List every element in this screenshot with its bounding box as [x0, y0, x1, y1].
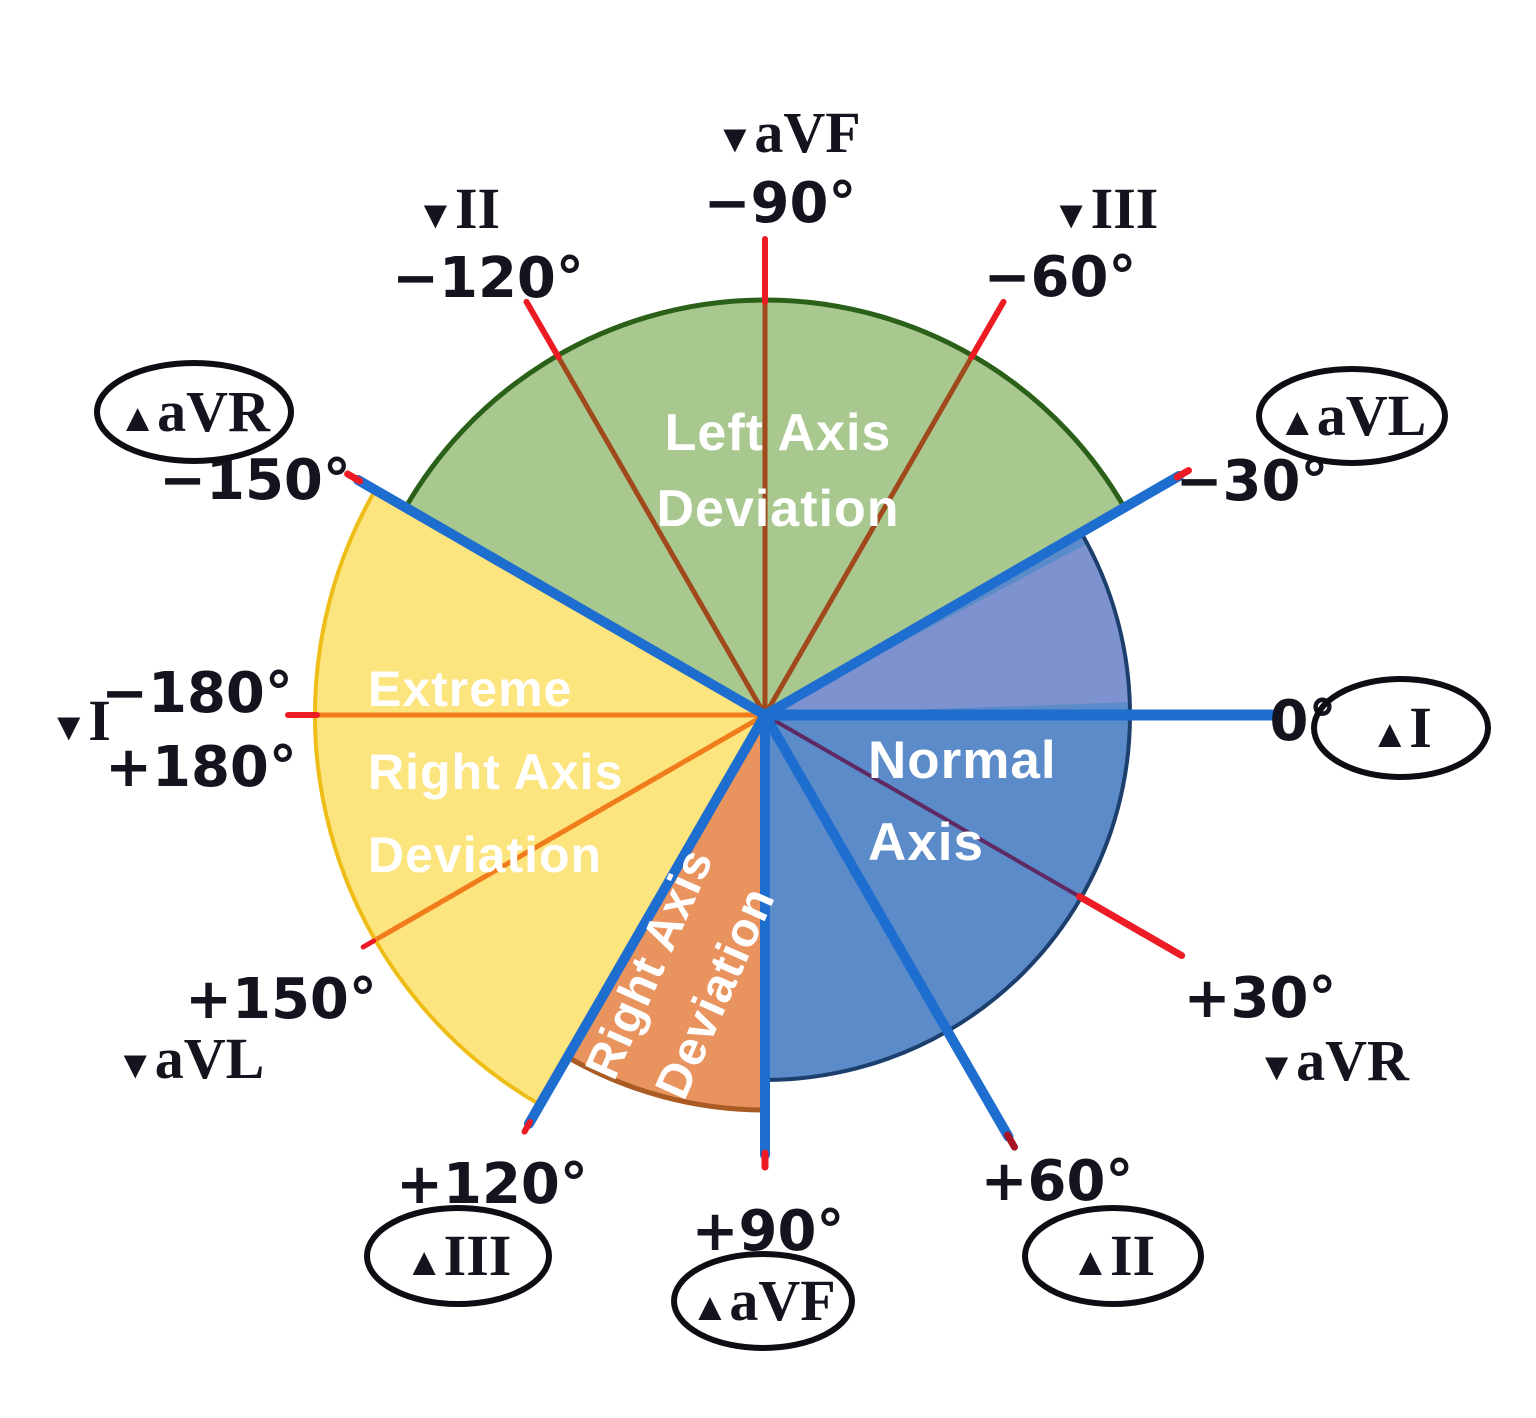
label-lead-avr-pos: ▲aVR — [118, 379, 271, 444]
sector-label-normal-axis-line-0: Normal — [868, 731, 1057, 790]
label-deg-neg-120: −120° — [392, 246, 584, 311]
circled-lead-lead-avr-pos: ▲aVR — [94, 360, 294, 464]
label-deg-neg-60: −60° — [984, 245, 1137, 310]
axis-line--30deg-layer2 — [760, 471, 1184, 720]
label-deg-neg-150: −150° — [159, 448, 351, 513]
sector-label-left-axis-deviation-line-0: Left Axis — [665, 404, 892, 462]
circled-lead-lead-iii-pos: ▲III — [364, 1205, 552, 1307]
label-lead-ii-pos: ▲II — [1071, 1223, 1155, 1288]
axis-line-150deg-layer1 — [374, 712, 768, 942]
label-deg-neg-180: −180° — [101, 661, 293, 726]
label-lead-avf-pos: ▲aVF — [690, 1268, 835, 1333]
label-lead-iii-pos: ▲III — [405, 1223, 512, 1288]
sector-label-extreme-right-axis-deviation-line-1: Right Axis — [368, 744, 623, 800]
label-lead-avl-neg: ▼aVL — [116, 1026, 265, 1091]
ellipse-lead-avl-pos — [1256, 366, 1448, 466]
overlay-normal-axis-upper-band — [765, 544, 1128, 715]
axis-line--30deg-layer3 — [1173, 467, 1192, 481]
ellipse-lead-avf-pos — [671, 1251, 855, 1351]
ellipse-lead-avr-pos — [94, 360, 294, 464]
axis-line--120deg-layer3 — [523, 298, 562, 361]
label-lead-avr-neg: ▼aVR — [1257, 1028, 1410, 1093]
axis-line--60deg-layer3 — [968, 298, 1007, 361]
label-lead-i-pos: ▲I — [1370, 695, 1432, 760]
axis-line-30deg-layer3 — [1075, 893, 1186, 959]
label-deg-neg-30: −30° — [1176, 449, 1329, 514]
label-lead-avf-neg: ▼aVF — [715, 100, 860, 165]
ellipse-lead-ii-pos — [1022, 1205, 1204, 1307]
label-deg-pos-30: +30° — [1184, 966, 1337, 1031]
axis-line-150deg-layer3 — [360, 938, 377, 950]
sector-extreme-right-axis-deviation — [313, 488, 767, 1107]
label-lead-iii-neg: ▼III — [1052, 176, 1159, 241]
sector-right-axis-deviation — [565, 712, 768, 1113]
label-deg-pos-180: +180° — [105, 735, 297, 800]
circled-lead-lead-ii-pos: ▲II — [1022, 1205, 1204, 1307]
axis-line-120deg-layer3 — [521, 1119, 533, 1135]
axis-line-30deg-layer1 — [763, 713, 1082, 899]
label-lead-avl-pos: ▲aVL — [1278, 383, 1427, 448]
sector-label-extreme-right-axis-deviation-line-0: Extreme — [368, 661, 572, 717]
sector-label-extreme-right-axis-deviation-line-2: Deviation — [368, 827, 602, 883]
sector-label-left-axis-deviation-line-1: Deviation — [656, 480, 899, 538]
label-deg-pos-60: +60° — [981, 1149, 1134, 1214]
axis-line--150deg-layer2 — [353, 475, 770, 720]
axis-line--60deg-layer1 — [762, 354, 974, 718]
label-deg-pos-150: +150° — [185, 967, 377, 1032]
ellipse-lead-iii-pos — [364, 1205, 552, 1307]
ellipse-lead-i-pos — [1311, 676, 1491, 780]
circled-lead-lead-avf-pos: ▲aVF — [671, 1251, 855, 1351]
circled-lead-lead-i-pos: ▲I — [1311, 676, 1491, 780]
label-lead-ii-neg: ▼II — [416, 176, 500, 241]
label-deg-neg-90: −90° — [704, 171, 857, 236]
axis-line--120deg-layer1 — [556, 354, 768, 718]
label-lead-i-neg: ▼I — [49, 688, 111, 753]
axis-line--150deg-layer3 — [344, 470, 364, 485]
label-deg-pos-120: +120° — [396, 1152, 588, 1217]
sector-label-normal-axis-line-1: Axis — [868, 813, 984, 872]
axis-line-120deg-layer2 — [524, 710, 770, 1129]
axis-line-60deg-layer2 — [760, 710, 1014, 1142]
circled-lead-lead-avl-pos: ▲aVL — [1256, 366, 1448, 466]
axis-line-60deg-layer3 — [1004, 1131, 1018, 1151]
